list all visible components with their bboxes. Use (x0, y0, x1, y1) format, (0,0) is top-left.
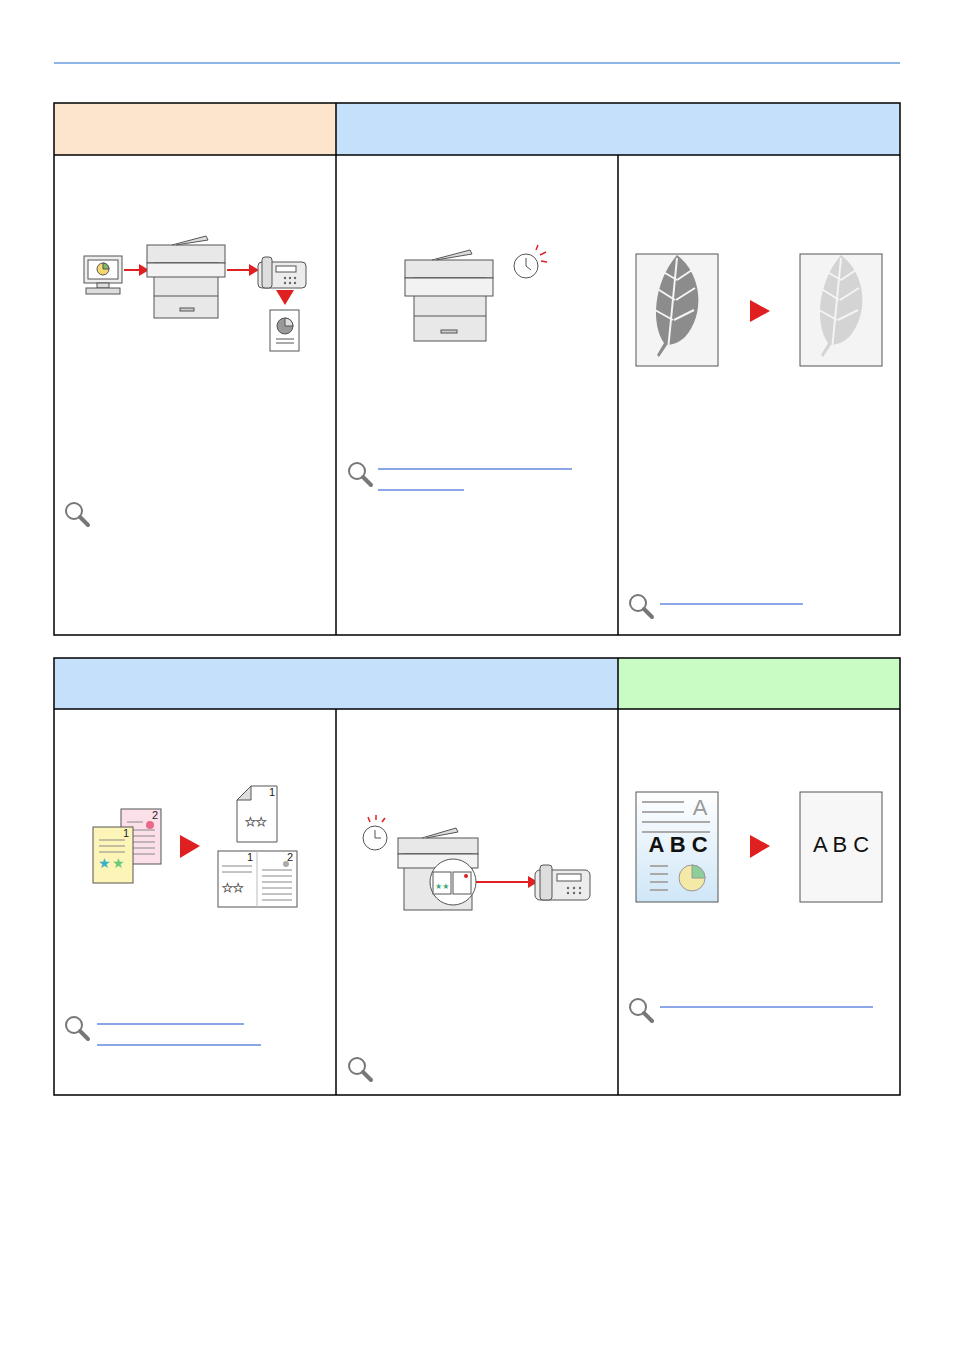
svg-text:★: ★ (112, 855, 125, 871)
sleep-timer-illustration (405, 245, 547, 341)
svg-text:★★: ★★ (245, 815, 267, 829)
svg-text:★★: ★★ (222, 881, 244, 895)
combine-illustration: ★★ ★★ ★★ (93, 786, 297, 907)
page-number: 1 (269, 787, 275, 798)
page-number: 1 (247, 852, 253, 863)
sample-text: A B C (813, 834, 869, 856)
magnifier-icon (66, 463, 652, 1080)
svg-text:★★: ★★ (435, 882, 449, 891)
eco-print-illustration (636, 254, 882, 366)
rule (54, 62, 900, 64)
page-number: 2 (152, 810, 158, 821)
sample-text: A B C (648, 834, 707, 856)
table (54, 658, 900, 1095)
page-number: 2 (287, 852, 293, 863)
delayed-send-illustration: ★★ (363, 815, 590, 910)
sample-letter: A (693, 797, 708, 819)
text-mode-illustration (636, 792, 882, 902)
table (54, 103, 900, 635)
print-to-fax-illustration (84, 236, 306, 351)
page-number: 1 (123, 828, 129, 839)
link-underline (97, 469, 873, 1045)
svg-text:★: ★ (98, 855, 111, 871)
